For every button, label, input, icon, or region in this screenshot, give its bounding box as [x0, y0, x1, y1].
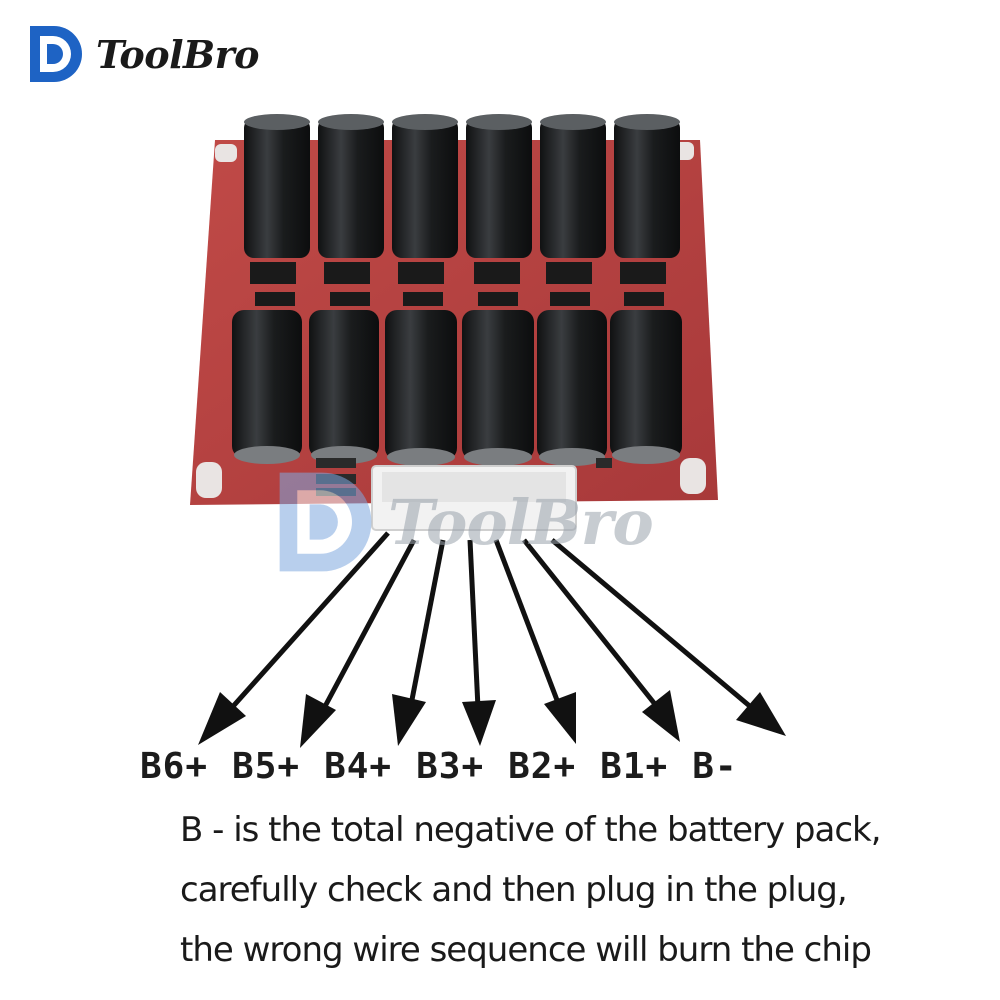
pin-arrows: [198, 531, 786, 748]
capacitor: [318, 114, 384, 258]
pin-label-b3: B3+: [416, 745, 485, 787]
mounting-hole: [196, 462, 222, 498]
pin-label-b6: B6+: [140, 745, 209, 787]
note-line-2: carefully check and then plug in the plu…: [180, 870, 848, 910]
brand-name: ToolBro: [96, 31, 260, 77]
bottom-capacitors: [232, 310, 682, 466]
capacitor: [244, 114, 310, 258]
pin-label-b4: B4+: [324, 745, 393, 787]
mounting-hole: [680, 458, 706, 494]
warning-notes: B - is the total negative of the battery…: [180, 800, 980, 980]
note-line-3: the wrong wire sequence will burn the ch…: [180, 930, 872, 970]
capacitor: [232, 310, 302, 464]
capacitor: [462, 310, 534, 466]
pin-label-bneg: B-: [692, 745, 738, 787]
capacitor: [537, 310, 607, 466]
toolbro-logo-icon: [30, 26, 82, 82]
top-capacitors: [244, 114, 680, 258]
capacitor: [610, 310, 682, 464]
brand: ToolBro: [20, 22, 260, 86]
capacitor: [540, 114, 606, 258]
middle-chips: [255, 292, 664, 306]
pin-label-b5: B5+: [232, 745, 301, 787]
capacitor: [466, 114, 532, 258]
top-chips: [250, 262, 666, 284]
capacitor: [614, 114, 680, 258]
capacitor: [385, 310, 457, 466]
connector-inner: [382, 472, 566, 502]
capacitor: [309, 310, 379, 464]
pin-label-b1: B1+: [600, 745, 669, 787]
note-line-1: B - is the total negative of the battery…: [180, 810, 882, 850]
pin-labels: B6+ B5+ B4+ B3+ B2+ B1+ B-: [140, 738, 860, 794]
pin-label-b2: B2+: [508, 745, 577, 787]
mounting-hole: [215, 144, 237, 162]
capacitor: [392, 114, 458, 258]
